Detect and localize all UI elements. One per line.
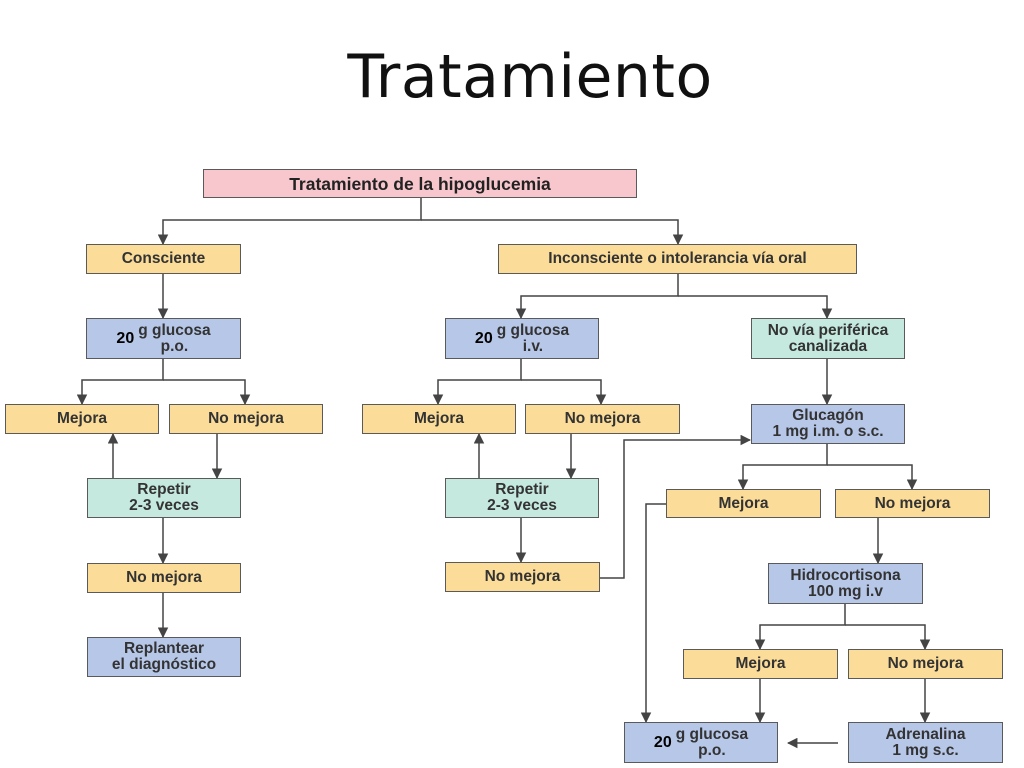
hydrocortisone-improves-box: Mejora xyxy=(683,649,838,679)
connector-unconscious-split-left xyxy=(515,274,679,320)
connector-iv-to-outcomes-right xyxy=(521,379,607,406)
connector-hc-split-right xyxy=(845,624,931,651)
iv-dose-text: g glucosa i.v. xyxy=(496,321,570,355)
iv-no-improve-box: No mejora xyxy=(525,404,680,434)
slide-title: Tratamiento xyxy=(347,42,713,112)
connector-glucagon-improve-to-final-dose xyxy=(640,503,666,724)
connector-root-to-unconscious xyxy=(421,219,684,246)
conscious-no-improve-box: No mejora xyxy=(169,404,323,434)
iv-improves-box: Mejora xyxy=(362,404,516,434)
conscious-dose-text: g glucosa p.o. xyxy=(138,321,211,355)
connector-root-to-conscious xyxy=(157,198,422,246)
glucagon-no-improve-box: No mejora xyxy=(835,489,990,518)
glucagon-box: Glucagón 1 mg i.m. o s.c. xyxy=(751,404,905,444)
iv-dose-number: 20 xyxy=(474,329,493,347)
connector-dose-to-outcomes-left xyxy=(76,359,164,406)
connector-glucagon-split-left xyxy=(737,444,828,491)
conscious-improves-box: Mejora xyxy=(5,404,159,434)
adrenaline-box: Adrenalina 1 mg s.c. xyxy=(848,722,1003,763)
connector-glucagon-split-right xyxy=(827,464,918,491)
reconsider-diagnosis-box: Replantear el diagnóstico xyxy=(87,637,241,677)
conscious-box: Consciente xyxy=(86,244,241,274)
final-dose-number: 20 xyxy=(653,733,672,751)
iv-no-improve-after-box: No mejora xyxy=(445,562,600,592)
conscious-no-improve-after-box: No mejora xyxy=(87,563,241,593)
no-peripheral-box: No vía periférica canalizada xyxy=(751,318,905,359)
unconscious-box: Inconsciente o intolerancia vía oral xyxy=(498,244,857,274)
glucagon-improves-box: Mejora xyxy=(666,489,821,518)
connector-iv-no-improve-to-glucagon xyxy=(600,434,752,579)
iv-repeat-box: Repetir 2-3 veces xyxy=(445,478,599,518)
conscious-repeat-box: Repetir 2-3 veces xyxy=(87,478,241,518)
conscious-dose-number: 20 xyxy=(116,329,135,347)
connector-unconscious-split-right xyxy=(678,295,833,320)
connector-iv-to-outcomes-left xyxy=(432,359,522,406)
final-dose-text: g glucosa p.o. xyxy=(675,725,749,759)
hydrocortisone-box: Hidrocortisona 100 mg i.v xyxy=(768,563,923,604)
connector-dose-to-outcomes-right xyxy=(163,379,251,406)
connector-hc-split-left xyxy=(754,604,846,651)
root-box: Tratamiento de la hipoglucemia xyxy=(203,169,637,198)
hydrocortisone-no-improve-box: No mejora xyxy=(848,649,1003,679)
